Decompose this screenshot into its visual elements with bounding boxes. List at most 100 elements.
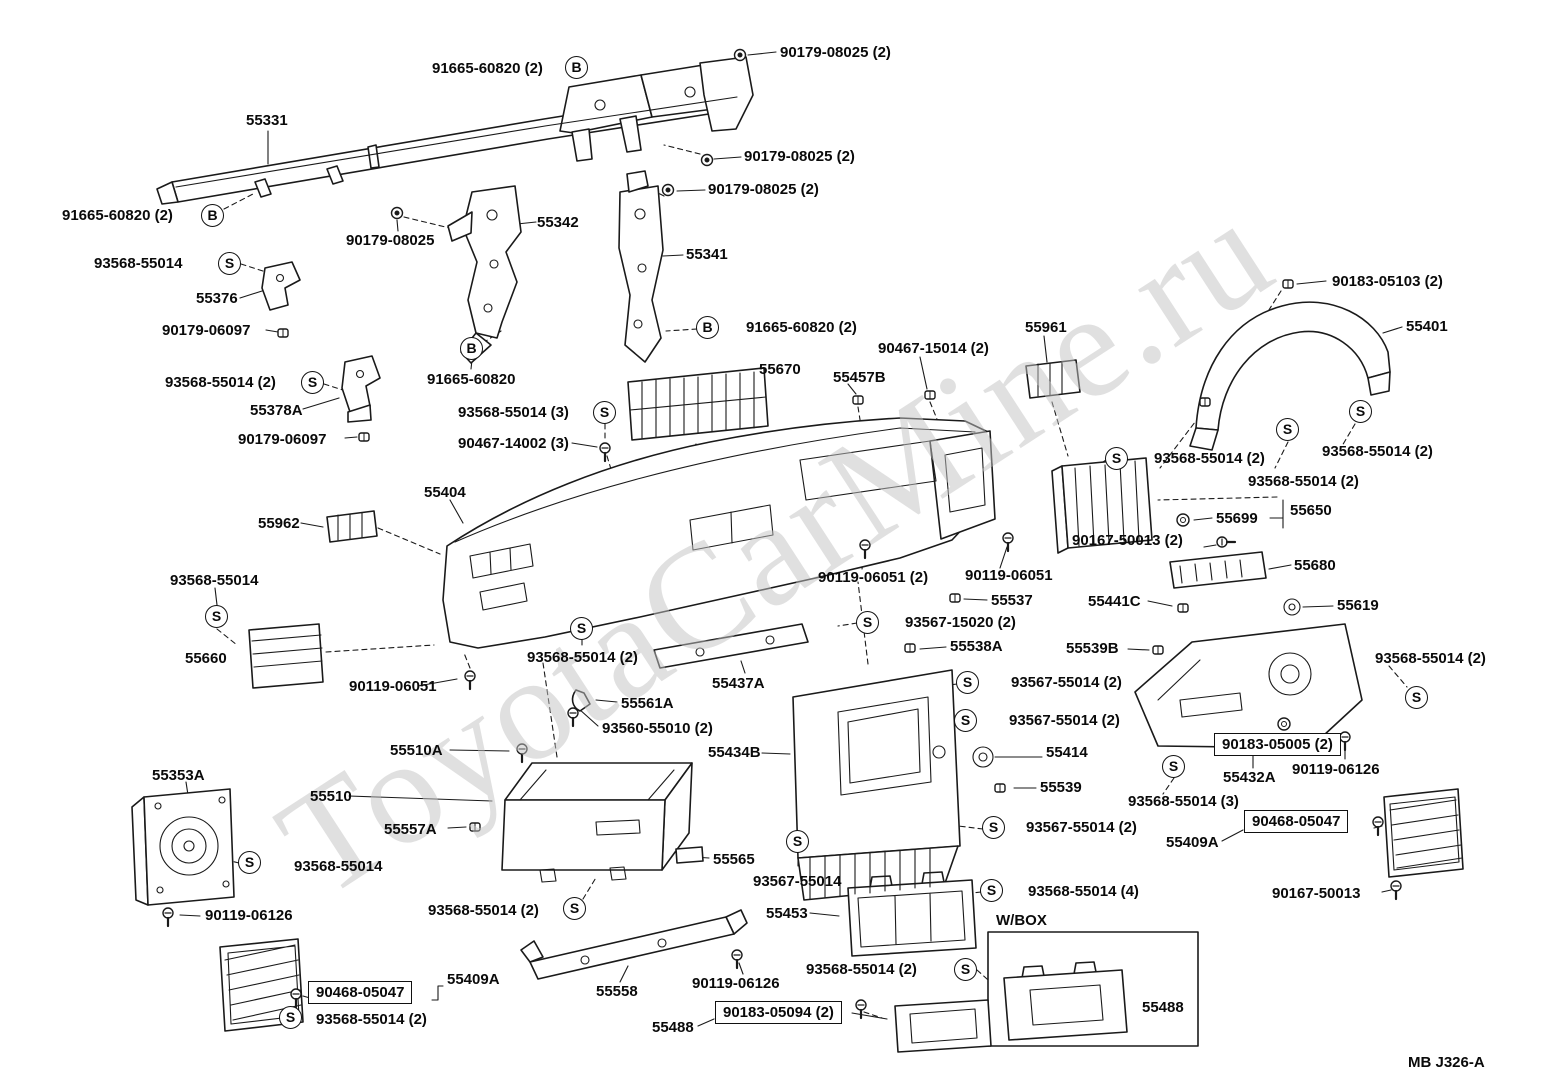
part-number-label: 55537 — [991, 592, 1033, 609]
part-number-label: 55434B — [708, 744, 761, 761]
part-number-label: 93568-55014 (3) — [1128, 793, 1239, 810]
part-number-label: 55510 — [310, 788, 352, 805]
part-number-label: 90119-06126 — [1292, 761, 1380, 778]
part-number-label: 93568-55014 (2) — [165, 374, 276, 391]
part-number-label: 90179-06097 — [238, 431, 327, 448]
part-number-label: 93568-55014 (2) — [316, 1011, 427, 1028]
part-number-label: 55342 — [537, 214, 579, 231]
part-number-label: 90468-05047 — [1244, 810, 1349, 833]
part-number-label: 91665-60820 — [427, 371, 516, 388]
fastener-callout-b: B — [201, 204, 224, 227]
part-number-label: 93568-55014 (2) — [1375, 650, 1486, 667]
part-number-label: 93567-15020 (2) — [905, 614, 1016, 631]
part-number-label: 55539 — [1040, 779, 1082, 796]
part-number-label: 55650 — [1290, 502, 1332, 519]
part-number-label: 55565 — [713, 851, 755, 868]
part-number-label: 93568-55014 (4) — [1028, 883, 1139, 900]
fastener-callout-s: S — [570, 617, 593, 640]
fastener-callout-b: B — [696, 316, 719, 339]
fastener-callout-s: S — [856, 611, 879, 634]
part-number-label: 93567-55014 (2) — [1026, 819, 1137, 836]
part-number-label: 55510A — [390, 742, 443, 759]
part-number-label: 55680 — [1294, 557, 1336, 574]
part-number-label: 55538A — [950, 638, 1003, 655]
part-number-label: 55557A — [384, 821, 437, 838]
part-number-label: 90167-50013 (2) — [1072, 532, 1183, 549]
part-number-label: W/BOX — [996, 912, 1047, 929]
part-number-label: 90179-06097 — [162, 322, 251, 339]
fastener-callout-s: S — [1405, 686, 1428, 709]
fastener-callout-s: S — [205, 605, 228, 628]
part-number-label: 93560-55010 (2) — [602, 720, 713, 737]
part-number-label: 55404 — [424, 484, 466, 501]
part-number-label: 55376 — [196, 290, 238, 307]
part-number-label: 90119-06051 (2) — [818, 569, 929, 586]
fastener-callout-s: S — [301, 371, 324, 394]
part-number-label: 90119-06051 — [349, 678, 437, 695]
part-number-label: 55660 — [185, 650, 227, 667]
part-number-label: 55558 — [596, 983, 638, 1000]
part-number-label: 90179-08025 (2) — [780, 44, 891, 61]
part-number-label: 55619 — [1337, 597, 1379, 614]
part-number-label: 90183-05103 (2) — [1332, 273, 1443, 290]
part-number-label: 90119-06126 — [692, 975, 780, 992]
part-number-label: 55353A — [152, 767, 205, 784]
part-number-label: 90179-08025 (2) — [708, 181, 819, 198]
fastener-callout-s: S — [563, 897, 586, 920]
part-number-label: 55331 — [246, 112, 288, 129]
part-number-label: 93568-55014 (2) — [428, 902, 539, 919]
fastener-callout-s: S — [954, 709, 977, 732]
part-number-label: 93568-55014 — [94, 255, 183, 272]
fastener-callout-s: S — [1162, 755, 1185, 778]
part-number-label: 93568-55014 (2) — [1248, 473, 1359, 490]
part-number-label: 55539B — [1066, 640, 1119, 657]
fastener-callout-s: S — [954, 958, 977, 981]
part-number-label: 91665-60820 (2) — [432, 60, 543, 77]
part-number-label: 90179-08025 — [346, 232, 435, 249]
part-number-label: 55457B — [833, 369, 886, 386]
fastener-callout-s: S — [238, 851, 261, 874]
fastener-callout-s: S — [956, 671, 979, 694]
fastener-callout-s: S — [980, 879, 1003, 902]
part-number-label: 91665-60820 (2) — [62, 207, 173, 224]
part-number-label: 55488 — [1142, 999, 1184, 1016]
fastener-callout-s: S — [218, 252, 241, 275]
fastener-callout-s: S — [279, 1006, 302, 1029]
part-number-label: 90119-06126 — [205, 907, 293, 924]
drawing-code: MB J326-A — [1408, 1054, 1485, 1071]
part-number-label: 55432A — [1223, 769, 1276, 786]
fastener-callout-s: S — [1105, 447, 1128, 470]
part-number-label: 55409A — [447, 971, 500, 988]
part-number-label: 90119-06051 — [965, 567, 1053, 584]
fastener-callout-s: S — [1349, 400, 1372, 423]
fastener-callout-s: S — [786, 830, 809, 853]
part-number-label: 55670 — [759, 361, 801, 378]
part-number-label: 90467-15014 (2) — [878, 340, 989, 357]
fastener-callout-s: S — [1276, 418, 1299, 441]
part-number-label: 55699 — [1216, 510, 1258, 527]
part-number-label: 90167-50013 — [1272, 885, 1361, 902]
fastener-callout-s: S — [593, 401, 616, 424]
part-number-label: 93567-55014 — [753, 873, 842, 890]
part-number-label: 93568-55014 — [294, 858, 383, 875]
part-number-label: 55401 — [1406, 318, 1448, 335]
part-number-label: 90467-14002 (3) — [458, 435, 569, 452]
part-number-label: 93568-55014 (2) — [1154, 450, 1265, 467]
part-number-label: 93568-55014 (2) — [1322, 443, 1433, 460]
part-number-label: 55409A — [1166, 834, 1219, 851]
fastener-callout-s: S — [982, 816, 1005, 839]
fastener-callout-b: B — [460, 337, 483, 360]
part-number-label: 55961 — [1025, 319, 1067, 336]
part-number-label: 55962 — [258, 515, 300, 532]
part-number-label: 90179-08025 (2) — [744, 148, 855, 165]
part-number-label: 90183-05005 (2) — [1214, 733, 1341, 756]
part-number-label: 93568-55014 (2) — [527, 649, 638, 666]
part-number-label: 90468-05047 — [308, 981, 413, 1004]
part-number-label: 93567-55014 (2) — [1011, 674, 1122, 691]
part-number-label: 55441C — [1088, 593, 1141, 610]
part-number-label: 90183-05094 (2) — [715, 1001, 842, 1024]
part-number-label: 55414 — [1046, 744, 1088, 761]
